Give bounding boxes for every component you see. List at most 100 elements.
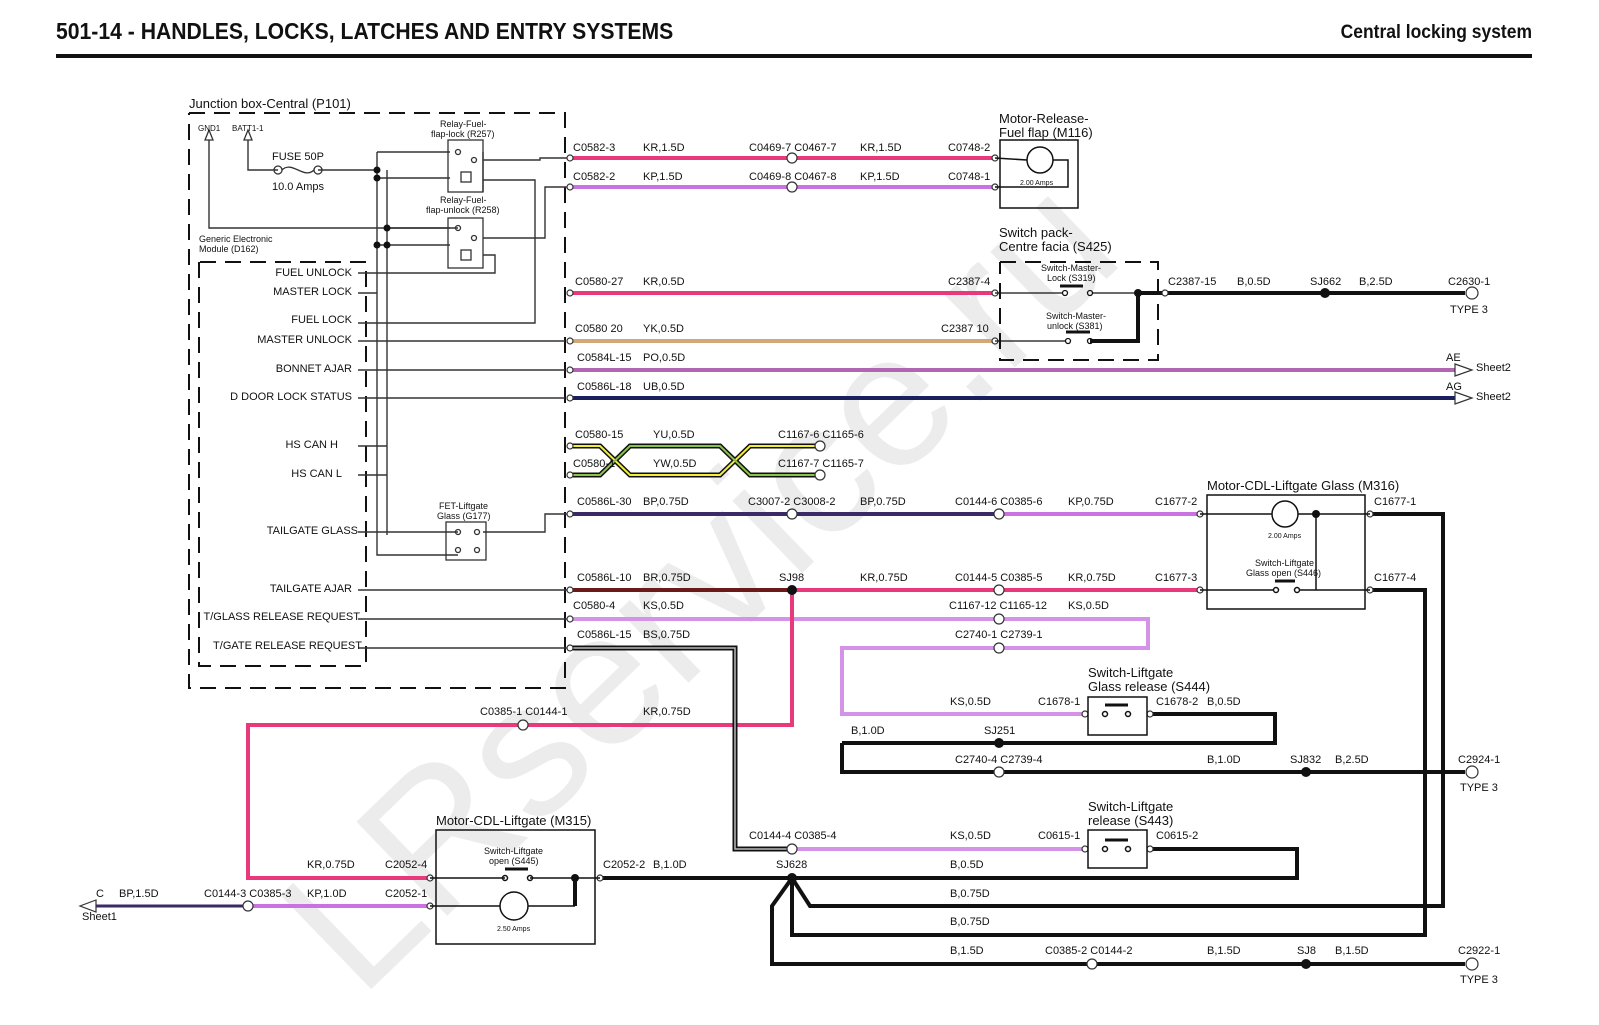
wire-label: KR,0.75D	[307, 859, 355, 871]
wire-label: C0615-1	[1038, 830, 1080, 842]
wire-label: B,0.75D	[950, 888, 990, 900]
pin-label: FUEL UNLOCK	[275, 267, 352, 279]
switch-master-boxes	[995, 284, 1138, 345]
wire-label: C2052-4	[385, 859, 427, 871]
s425-label-1: Switch pack-	[999, 225, 1073, 240]
gem-module-outline	[198, 261, 367, 667]
pin-label: TAILGATE GLASS	[267, 525, 358, 537]
wire-kr-0-75-down	[246, 588, 794, 880]
wire-label: B,1.0D	[653, 859, 687, 871]
wire-label: C2924-1	[1458, 754, 1500, 766]
wire-label: C2922-1	[1458, 945, 1500, 957]
wire-label: B,0.5D	[1207, 696, 1241, 708]
pin-label: TAILGATE AJAR	[270, 583, 352, 595]
wire-label: B,1.5D	[1335, 945, 1369, 957]
relay-fuel-flap-lock	[447, 139, 484, 193]
wire-label: C0582-2	[573, 171, 615, 183]
wire-label: BS,0.75D	[643, 629, 690, 641]
wire-label: C0584L-15	[577, 352, 631, 364]
wire-label: KS,0.5D	[950, 696, 991, 708]
wire-label: KR,0.75D	[1068, 572, 1116, 584]
wire-label: SJ98	[779, 572, 804, 584]
fuse-amps: 10.0 Amps	[272, 181, 324, 193]
wire-label: C1167-6 C1165-6	[778, 429, 864, 441]
wire-label: TYPE 3	[1460, 974, 1498, 986]
wire-label: AG	[1446, 381, 1462, 393]
gem-label-1: Generic Electronic	[199, 234, 273, 244]
wire-label: C0580-1	[573, 458, 615, 470]
wire-label: SJ251	[984, 725, 1015, 737]
wire-label: YU,0.5D	[653, 429, 695, 441]
wire-label: B,0.5D	[950, 859, 984, 871]
s381-label-2: unlock (S381)	[1047, 321, 1103, 331]
wire-label: Sheet2	[1476, 391, 1511, 403]
s444-label-1: Switch-Liftgate	[1088, 665, 1173, 680]
wire-label: KR,0.5D	[643, 276, 685, 288]
pin-label: HS CAN H	[285, 439, 338, 451]
s319-label-2: Lock (S319)	[1047, 273, 1096, 283]
wire-label: C1677-2	[1155, 496, 1197, 508]
wire-label: C2387-4	[948, 276, 990, 288]
s381-label-1: Switch-Master-	[1046, 311, 1106, 321]
wire-label: C0385-2 C0144-2	[1045, 945, 1132, 957]
wire-label: C2630-1	[1448, 276, 1490, 288]
wire-label: C0144-5 C0385-5	[955, 572, 1042, 584]
motor-fuel-flap-box	[994, 139, 1079, 209]
wire-label: BP,0.75D	[643, 496, 689, 508]
wire-label: C0144-6 C0385-6	[955, 496, 1042, 508]
wire-label: C0580-27	[575, 276, 623, 288]
pin-label: FUEL LOCK	[291, 314, 352, 326]
component-labels: Junction box-Central (P101) GND1 BATT1-1…	[189, 96, 1399, 933]
s446-label-1: Switch-Liftgate	[1255, 558, 1314, 568]
wire-label: C2740-1 C2739-1	[955, 629, 1042, 641]
wire-label: KR,1.5D	[860, 142, 902, 154]
m316-amps: 2.00 Amps	[1268, 533, 1302, 540]
wire-label: B,0.5D	[1237, 276, 1271, 288]
relay-lock-label-1: Relay-Fuel-	[440, 119, 487, 129]
wire-label: C0586L-15	[577, 629, 631, 641]
wire-label: C1677-4	[1374, 572, 1416, 584]
wire-label: C	[96, 888, 104, 900]
wire-label: C2052-2	[603, 859, 645, 871]
wire-label: KP,1.5D	[860, 171, 900, 183]
pin-label: MASTER LOCK	[273, 286, 353, 298]
pin-label: MASTER UNLOCK	[257, 334, 352, 346]
wire-label: C1678-2	[1156, 696, 1198, 708]
page-title: 501-14 - HANDLES, LOCKS, LATCHES AND ENT…	[56, 18, 674, 44]
wire-label: KP,0.75D	[1068, 496, 1114, 508]
wire-label: KS,0.5D	[1068, 600, 1109, 612]
page-subtitle: Central locking system	[1340, 22, 1532, 43]
motor-liftgate-glass-box	[1200, 494, 1370, 610]
wire-label: C1677-3	[1155, 572, 1197, 584]
wire-label: BP,0.75D	[860, 496, 906, 508]
batt1-label: BATT1-1	[232, 124, 264, 133]
wire-label: KS,0.5D	[643, 600, 684, 612]
wire-label: SJ8	[1297, 945, 1316, 957]
wire-label: YW,0.5D	[653, 458, 696, 470]
wire-label: C2387-15	[1168, 276, 1216, 288]
wire-label: Sheet2	[1476, 362, 1511, 374]
wire-label: KR,0.75D	[860, 572, 908, 584]
wire-label: C1678-1	[1038, 696, 1080, 708]
gnd1-label: GND1	[198, 124, 221, 133]
wire-label: C2387 10	[941, 323, 989, 335]
wire-label: PO,0.5D	[643, 352, 685, 364]
fet-label-2: Glass (G177)	[437, 511, 491, 521]
fuse-label: FUSE 50P	[272, 151, 324, 163]
wire-label: B,1.0D	[851, 725, 885, 737]
switch-liftgate-release-box	[1087, 829, 1148, 869]
wire-label: C1677-1	[1374, 496, 1416, 508]
wire-label: C0748-2	[948, 142, 990, 154]
s443-label-1: Switch-Liftgate	[1088, 799, 1173, 814]
wire-label: C0586L-30	[577, 496, 631, 508]
junction-box-label: Junction box-Central (P101)	[189, 96, 351, 111]
wire-label: C1167-12 C1165-12	[949, 600, 1047, 612]
wire-label: AE	[1446, 352, 1461, 364]
relay-lock-label-2: flap-lock (R257)	[431, 129, 495, 139]
s445-label-1: Switch-Liftgate	[484, 846, 543, 856]
sheet-arrows	[78, 363, 1474, 913]
s425-label-2: Centre facia (S425)	[999, 239, 1112, 254]
s446-label-2: Glass open (S446)	[1246, 568, 1321, 578]
wire-bs-0-75	[570, 645, 792, 852]
